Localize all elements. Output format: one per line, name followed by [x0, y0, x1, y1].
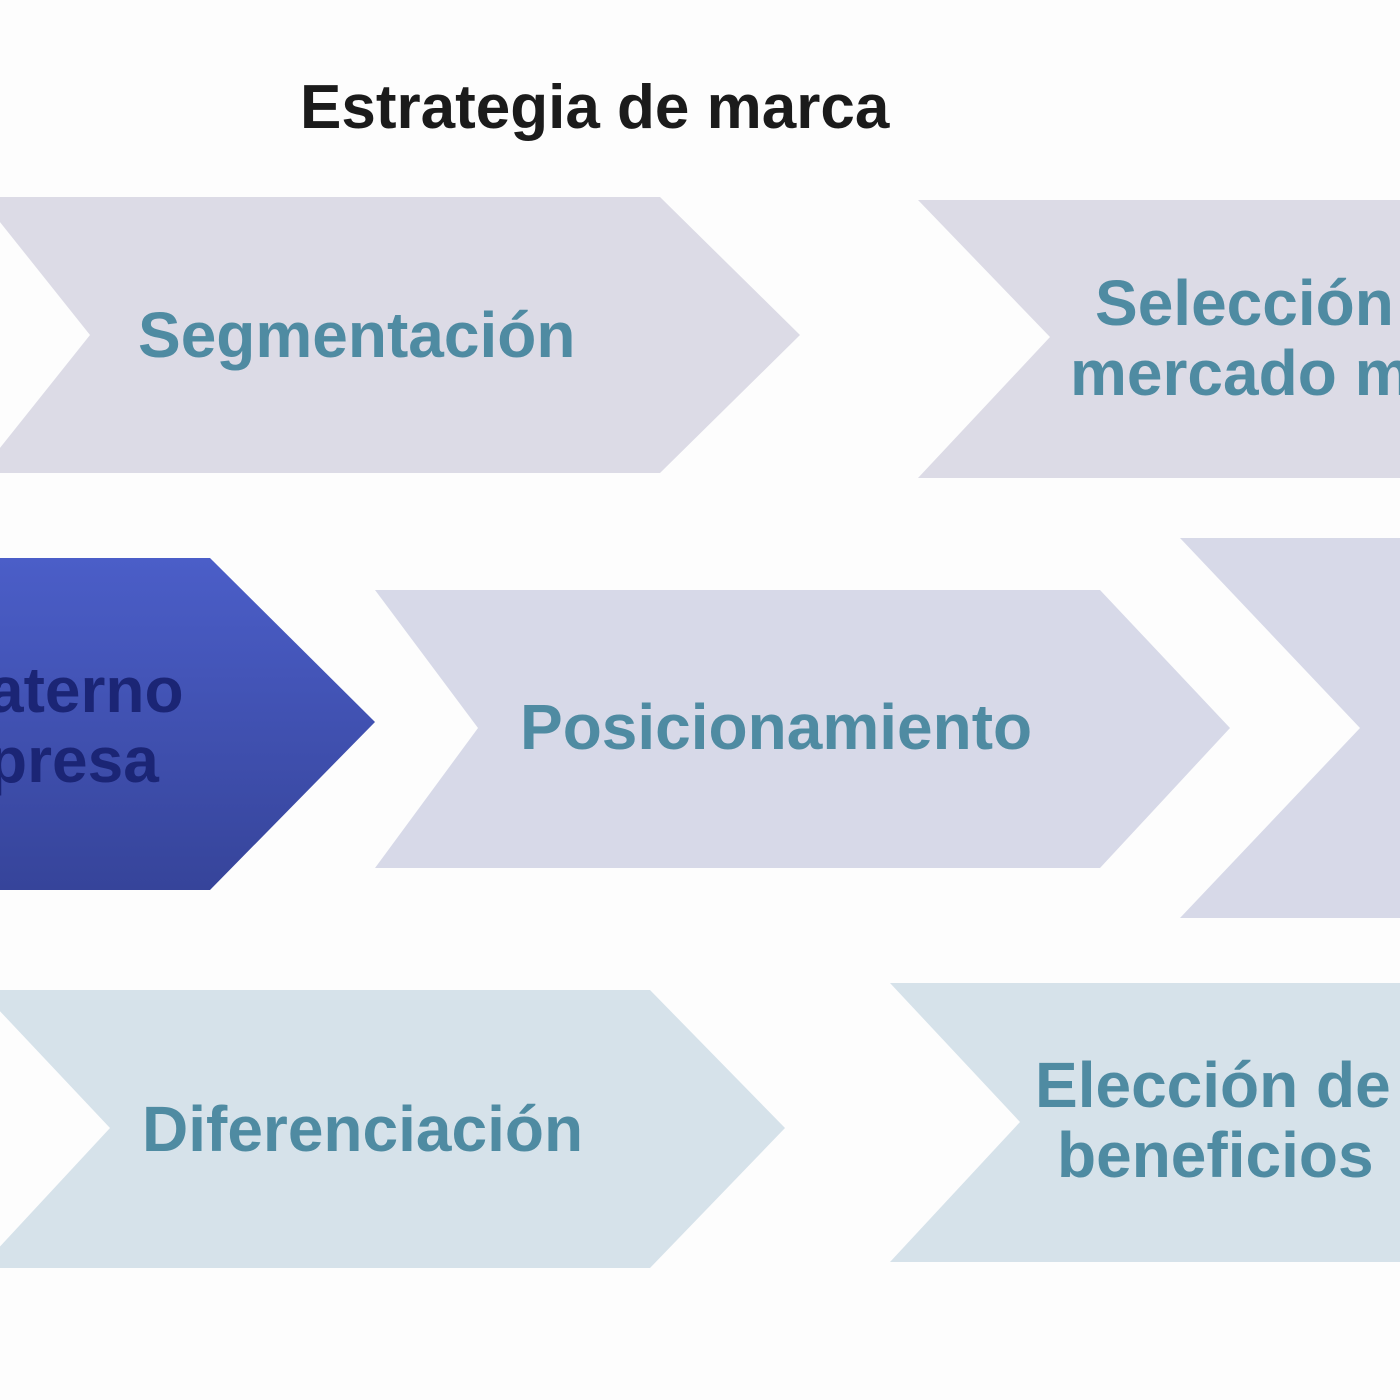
label-seleccion-line2: mercado m: [1070, 337, 1400, 409]
label-interno-line2: presa: [0, 724, 159, 796]
chevron-eleccion: [890, 983, 1400, 1262]
diagram-title: Estrategia de marca: [300, 73, 890, 142]
label-seleccion: Selección mercado m: [1070, 268, 1400, 408]
label-diferenciacion: Diferenciación: [142, 1093, 584, 1165]
label-eleccion-line2: beneficios: [1057, 1119, 1374, 1191]
chevron-segmentacion: [0, 197, 800, 473]
chevron-seleccion: [918, 200, 1400, 478]
label-eleccion-line1: Elección de: [1035, 1049, 1391, 1121]
label-seleccion-line1: Selección: [1095, 267, 1394, 339]
chevron-right-middle: [1180, 538, 1400, 918]
chevron-posicionamiento: [375, 590, 1230, 868]
label-interno: aterno presa: [0, 655, 184, 795]
label-eleccion: Elección de beneficios: [1035, 1050, 1391, 1190]
label-posicionamiento: Posicionamiento: [520, 691, 1033, 763]
chevron-diferenciacion: [0, 990, 785, 1268]
label-segmentacion: Segmentación: [138, 299, 576, 371]
label-interno-line1: aterno: [0, 654, 184, 726]
chevron-interno: [0, 558, 375, 890]
